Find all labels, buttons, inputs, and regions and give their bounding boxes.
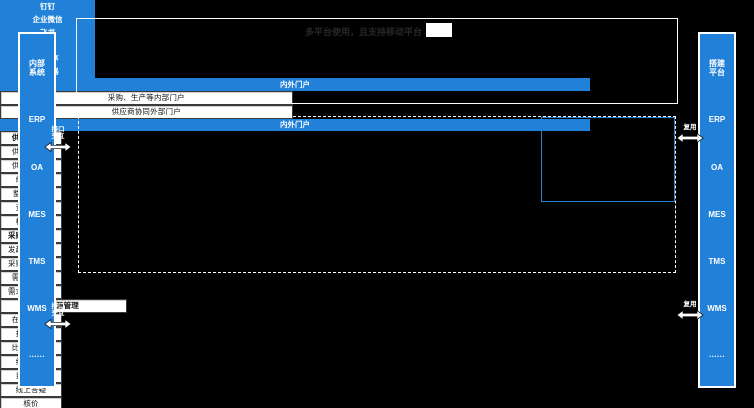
left-pillar: 内部 系统 ERP OA MES TMS WMS ······ [18, 32, 56, 388]
client-1[interactable]: 钉钉 [0, 0, 95, 13]
right-pillar-item-5[interactable]: TMS [708, 257, 726, 267]
right-arrow-top-glyph [676, 132, 704, 144]
left-arrow-top-label: 接口 交互 [51, 126, 65, 141]
right-pillar-item-6[interactable]: WMS [707, 304, 727, 314]
right-pillar-item-3[interactable]: OA [711, 162, 723, 172]
portal-2[interactable]: 供应商协同外部门户 [0, 105, 293, 119]
client-2[interactable]: 企业微信 [0, 13, 95, 26]
left-pillar-item-7[interactable]: ······ [29, 351, 45, 361]
right-pillar: 搭建 平台 ERP OA MES TMS WMS ······ [698, 32, 736, 388]
left-pillar-item-1[interactable]: 内部 系统 [29, 59, 45, 78]
left-pillar-item-3[interactable]: OA [31, 162, 43, 172]
right-arrow-bottom-label: 复用 [683, 301, 697, 308]
right-arrow-bottom-glyph [676, 309, 704, 321]
left-pillar-item-6[interactable]: WMS [27, 304, 47, 314]
grid-cell[interactable]: 核价 [0, 397, 63, 408]
portal-bar-2: 内外门户 [0, 119, 590, 131]
right-arrow-bottom: 复用 [676, 301, 704, 321]
left-arrow-bottom: 接口 交互 [44, 303, 72, 330]
left-pillar-item-4[interactable]: MES [28, 209, 46, 219]
left-pillar-item-2[interactable]: ERP [28, 115, 46, 125]
title-badge [426, 23, 452, 37]
right-pillar-item-1[interactable]: 搭建 平台 [709, 59, 725, 78]
right-arrow-top-label: 复用 [683, 124, 697, 131]
right-pillar-item-2[interactable]: ERP [708, 115, 726, 125]
left-arrow-top-glyph [44, 142, 72, 153]
left-arrow-top: 接口 交互 [44, 126, 72, 153]
right-arrow-top: 复用 [676, 124, 704, 144]
module-grid-frame [78, 116, 676, 273]
left-arrow-bottom-glyph [44, 319, 72, 330]
left-pillar-item-5[interactable]: TMS [28, 257, 46, 267]
portal-1[interactable]: 采购、生产等内部门户 [0, 91, 293, 105]
right-pillar-item-7[interactable]: ······ [709, 351, 725, 361]
page-title: 多平台使用，且支持移动平台 [305, 27, 423, 37]
right-pillar-item-4[interactable]: MES [708, 209, 726, 219]
left-arrow-bottom-label: 接口 交互 [51, 303, 65, 318]
top-group-frame [76, 18, 678, 104]
portal-bar-1: 内外门户 [0, 78, 590, 91]
